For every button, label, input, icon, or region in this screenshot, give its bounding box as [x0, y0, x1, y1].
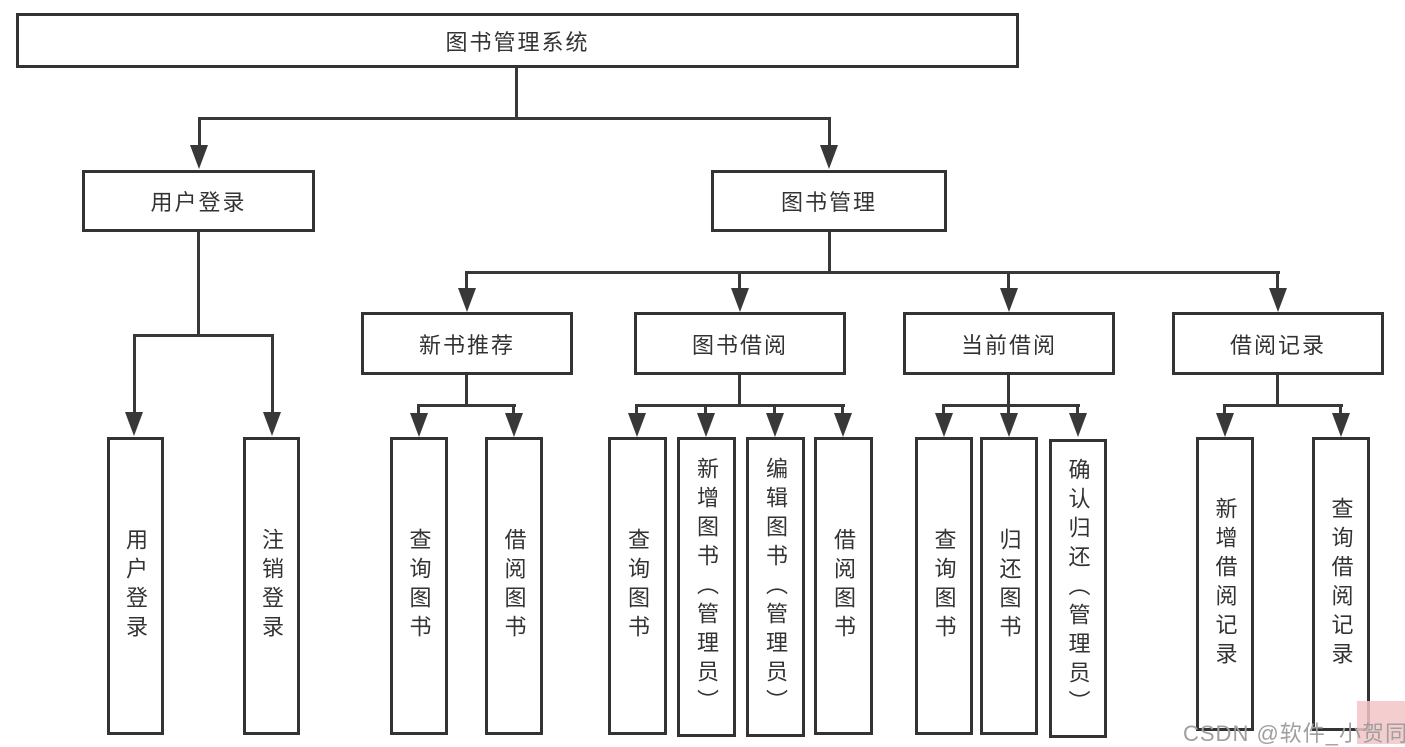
leaf-return-books-label: 归还图书 — [996, 528, 1022, 644]
arrowhead-down-icon — [628, 413, 646, 437]
node-book-management-label: 图书管理 — [780, 190, 877, 215]
connector-line — [198, 117, 201, 146]
connector-line — [1276, 271, 1279, 289]
connector-line — [841, 404, 844, 414]
leaf-current-query-books: 查询图书 — [915, 437, 973, 735]
connector-line — [417, 404, 420, 414]
leaf-edit-books-admin-label: 编辑图书（管理员） — [763, 456, 789, 718]
leaf-recommend-borrow-books-label: 借阅图书 — [501, 528, 527, 644]
arrowhead-down-icon — [190, 145, 208, 169]
connector-line — [133, 334, 274, 337]
arrowhead-down-icon — [935, 413, 953, 437]
connector-line — [828, 232, 831, 273]
connector-line — [704, 404, 707, 414]
leaf-borrow-query-books: 查询图书 — [608, 437, 667, 735]
connector-line — [1276, 375, 1279, 406]
node-current-borrow-label: 当前借阅 — [960, 332, 1057, 358]
leaf-add-books-admin-label: 新增图书（管理员） — [694, 456, 720, 718]
connector-line — [635, 404, 638, 414]
leaf-query-borrow-record: 查询借阅记录 — [1312, 437, 1370, 731]
connector-line — [1339, 404, 1342, 414]
connector-line — [465, 375, 468, 406]
connector-line — [1224, 404, 1343, 407]
watermark-highlight — [1357, 701, 1405, 744]
node-borrow-records: 借阅记录 — [1172, 312, 1384, 375]
connector-line — [1223, 404, 1226, 414]
arrowhead-down-icon — [731, 288, 749, 312]
connector-line — [465, 271, 468, 289]
connector-line — [512, 404, 515, 414]
connector-line — [271, 334, 274, 412]
leaf-query-borrow-record-label: 查询借阅记录 — [1328, 497, 1354, 671]
connector-line — [466, 271, 1280, 274]
connector-line — [942, 404, 945, 414]
node-new-book-recommend-label: 新书推荐 — [418, 332, 515, 358]
connector-line — [133, 334, 136, 412]
leaf-add-borrow-record: 新增借阅记录 — [1196, 437, 1254, 731]
connector-line — [773, 404, 776, 414]
connector-line — [828, 117, 831, 146]
connector-line — [197, 232, 200, 336]
leaf-edit-books-admin: 编辑图书（管理员） — [746, 437, 805, 737]
arrowhead-down-icon — [263, 412, 281, 436]
arrowhead-down-icon — [1000, 288, 1018, 312]
arrowhead-down-icon — [1269, 288, 1287, 312]
arrowhead-down-icon — [505, 413, 523, 437]
leaf-recommend-borrow-books: 借阅图书 — [485, 437, 543, 735]
connector-line — [738, 271, 741, 289]
node-book-borrow-label: 图书借阅 — [691, 332, 788, 358]
leaf-recommend-query-books: 查询图书 — [390, 437, 448, 735]
node-user-login-label: 用户登录 — [150, 190, 247, 215]
node-library-system-label: 图书管理系统 — [445, 29, 590, 55]
leaf-logout-label: 注销登录 — [259, 528, 285, 644]
leaf-user-login: 用户登录 — [107, 437, 164, 735]
leaf-current-query-books-label: 查询图书 — [931, 528, 957, 644]
arrowhead-down-icon — [1069, 413, 1087, 437]
connector-line — [418, 404, 516, 407]
leaf-user-login-label: 用户登录 — [123, 528, 149, 644]
leaf-add-books-admin: 新增图书（管理员） — [677, 437, 736, 737]
leaf-borrow-query-books-label: 查询图书 — [625, 528, 651, 644]
leaf-confirm-return-admin-label: 确认归还（管理员） — [1065, 458, 1091, 719]
connector-line — [1076, 404, 1079, 414]
arrowhead-down-icon — [1000, 413, 1018, 437]
connector-line — [1007, 375, 1010, 406]
leaf-add-borrow-record-label: 新增借阅记录 — [1212, 497, 1238, 671]
arrowhead-down-icon — [1216, 413, 1234, 437]
arrowhead-down-icon — [834, 413, 852, 437]
node-user-login: 用户登录 — [82, 170, 315, 232]
arrowhead-down-icon — [1332, 413, 1350, 437]
leaf-borrow-books: 借阅图书 — [814, 437, 873, 735]
node-current-borrow: 当前借阅 — [903, 312, 1115, 375]
node-library-system: 图书管理系统 — [16, 13, 1019, 68]
connector-line — [1007, 271, 1010, 289]
connector-line — [738, 375, 741, 406]
leaf-logout: 注销登录 — [243, 437, 300, 735]
arrowhead-down-icon — [410, 413, 428, 437]
connector-line — [515, 68, 518, 118]
node-new-book-recommend: 新书推荐 — [361, 312, 573, 375]
arrowhead-down-icon — [697, 413, 715, 437]
node-book-borrow: 图书借阅 — [634, 312, 846, 375]
connector-line — [943, 404, 1080, 407]
node-book-management: 图书管理 — [711, 170, 947, 232]
connector-line — [198, 117, 831, 120]
leaf-confirm-return-admin: 确认归还（管理员） — [1049, 439, 1107, 738]
arrowhead-down-icon — [125, 412, 143, 436]
watermark-text: CSDN @软件_小贺同学 — [1183, 721, 1405, 746]
arrowhead-down-icon — [820, 145, 838, 169]
arrowhead-down-icon — [458, 288, 476, 312]
leaf-recommend-query-books-label: 查询图书 — [406, 528, 432, 644]
connector-line — [636, 404, 845, 407]
arrowhead-down-icon — [766, 413, 784, 437]
connector-line — [1007, 404, 1010, 414]
node-borrow-records-label: 借阅记录 — [1229, 332, 1326, 358]
leaf-return-books: 归还图书 — [980, 437, 1038, 735]
leaf-borrow-books-label: 借阅图书 — [831, 528, 857, 644]
